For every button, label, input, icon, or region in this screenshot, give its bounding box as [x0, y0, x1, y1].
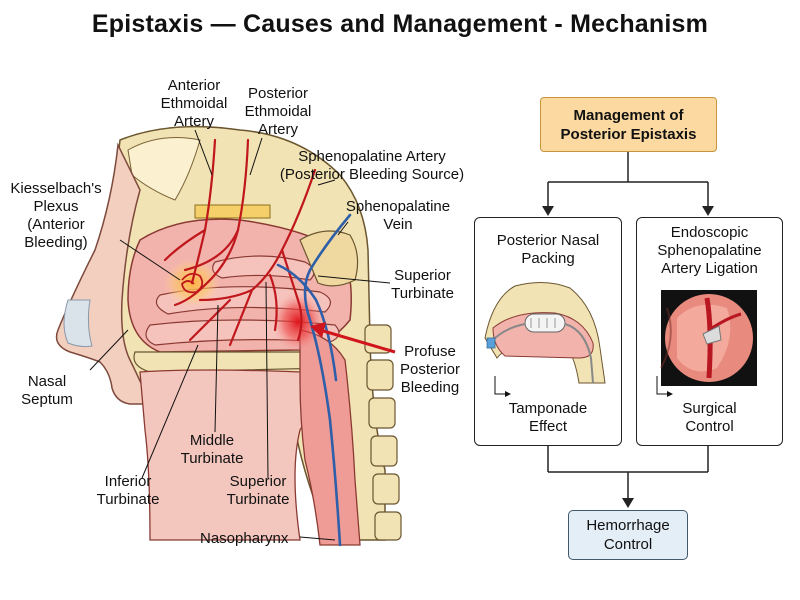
label-line: Posterior — [399, 361, 461, 378]
box-line: Posterior Nasal — [496, 232, 600, 249]
frontal-sinus — [127, 137, 201, 201]
profuse-bleeding-arrowhead — [310, 322, 326, 338]
label-line: (Anterior — [27, 216, 85, 233]
box-line: Tamponade — [508, 400, 588, 417]
box-line: Surgical — [682, 400, 737, 417]
box-line: Management of — [573, 107, 684, 124]
box-line: Sphenopalatine — [657, 242, 762, 259]
label-line: Vein — [383, 216, 413, 233]
pharynx — [299, 329, 361, 546]
kiesselbach-knot — [181, 272, 204, 294]
tamponade-effect-label: Tamponade Effect — [475, 400, 621, 436]
label-nasal-septum: Nasal Septum — [12, 373, 82, 409]
label-superior-turbinate-bottom: Superior Turbinate — [218, 473, 298, 509]
profuse-bleeding-arrow-line — [319, 328, 396, 354]
surgical-control-label: Surgical Control — [637, 400, 782, 436]
label-line: Artery — [173, 113, 214, 130]
label-line: Septum — [21, 391, 73, 408]
hemorrhage-control-box: Hemorrhage Control — [568, 510, 688, 560]
page-title: Epistaxis — Causes and Management - Mech… — [91, 10, 709, 38]
label-nasopharynx: Nasopharynx — [200, 530, 289, 547]
arrowhead-left-option — [542, 206, 554, 216]
nasal-packing-illustration — [484, 282, 606, 397]
label-line: Bleeding — [400, 379, 460, 396]
label-superior-turbinate-right: Superior Turbinate — [385, 267, 460, 303]
label-line: Artery — [257, 121, 298, 138]
box-line: Posterior Epistaxis — [560, 126, 697, 143]
label-line: Turbinate — [226, 491, 290, 508]
label-profuse-posterior-bleeding: Profuse Posterior Bleeding — [395, 343, 465, 397]
label-line: Turbinate — [96, 491, 160, 508]
label-line: Ethmoidal — [160, 95, 228, 112]
label-line: Sphenopalatine — [345, 198, 451, 215]
endoscopic-view-illustration — [656, 290, 757, 397]
sphenopalatine-ligation-box: Endoscopic Sphenopalatine Artery Ligatio… — [636, 217, 783, 446]
label-middle-turbinate: Middle Turbinate — [172, 432, 252, 468]
label-line: Superior — [394, 267, 451, 284]
packing-title: Posterior Nasal Packing — [475, 232, 621, 268]
arrowhead-right-option — [702, 206, 714, 216]
label-line: Turbinate — [180, 450, 244, 467]
label-inferior-turbinate: Inferior Turbinate — [88, 473, 168, 509]
label-line: Ethmoidal — [244, 103, 312, 120]
label-line: Inferior — [104, 473, 152, 490]
box-line: Artery Ligation — [661, 260, 758, 277]
box-line: Effect — [528, 418, 568, 435]
label-kiesselbach-plexus: Kiesselbach's Plexus (Anterior Bleeding) — [6, 180, 106, 252]
vein-network — [276, 213, 352, 547]
label-line: Superior — [229, 473, 287, 490]
label-line: Nasal — [27, 373, 67, 390]
label-line: Bleeding) — [24, 234, 88, 251]
artery-network — [163, 138, 317, 347]
box-line: Hemorrhage — [586, 517, 670, 534]
label-sphenopalatine-artery: Sphenopalatine Artery (Posterior Bleedin… — [272, 148, 472, 184]
label-anterior-ethmoidal-artery: Anterior Ethmoidal Artery — [152, 77, 236, 131]
ligation-title: Endoscopic Sphenopalatine Artery Ligatio… — [637, 224, 782, 278]
label-leader-lines — [89, 129, 391, 541]
label-line: Turbinate — [391, 285, 454, 302]
posterior-nasal-packing-box: Posterior Nasal Packing Tamponade Effect — [474, 217, 622, 446]
bleeding-glow — [272, 292, 324, 352]
label-line: Profuse — [404, 343, 456, 360]
label-line: Posterior — [247, 85, 309, 102]
label-line: Sphenopalatine Artery — [298, 148, 446, 165]
cribriform-plate — [194, 204, 271, 219]
box-line: Control — [685, 418, 734, 435]
box-line: Packing — [521, 250, 575, 267]
arrowhead-result — [622, 498, 634, 508]
label-line: Anterior — [167, 77, 221, 94]
sphenoid-bone — [299, 230, 359, 287]
label-posterior-ethmoidal-artery: Posterior Ethmoidal Artery — [236, 85, 320, 139]
label-sphenopalatine-vein: Sphenopalatine Vein — [343, 198, 453, 234]
box-line: Endoscopic — [670, 224, 749, 241]
label-line: Plexus — [33, 198, 79, 215]
label-line: (Posterior Bleeding Source) — [279, 166, 465, 183]
label-line: Kiesselbach's — [10, 180, 102, 197]
nostril-shadow — [63, 299, 93, 348]
management-root-box: Management of Posterior Epistaxis — [540, 97, 717, 152]
label-line: Middle — [189, 432, 235, 449]
box-line: Control — [603, 536, 653, 553]
